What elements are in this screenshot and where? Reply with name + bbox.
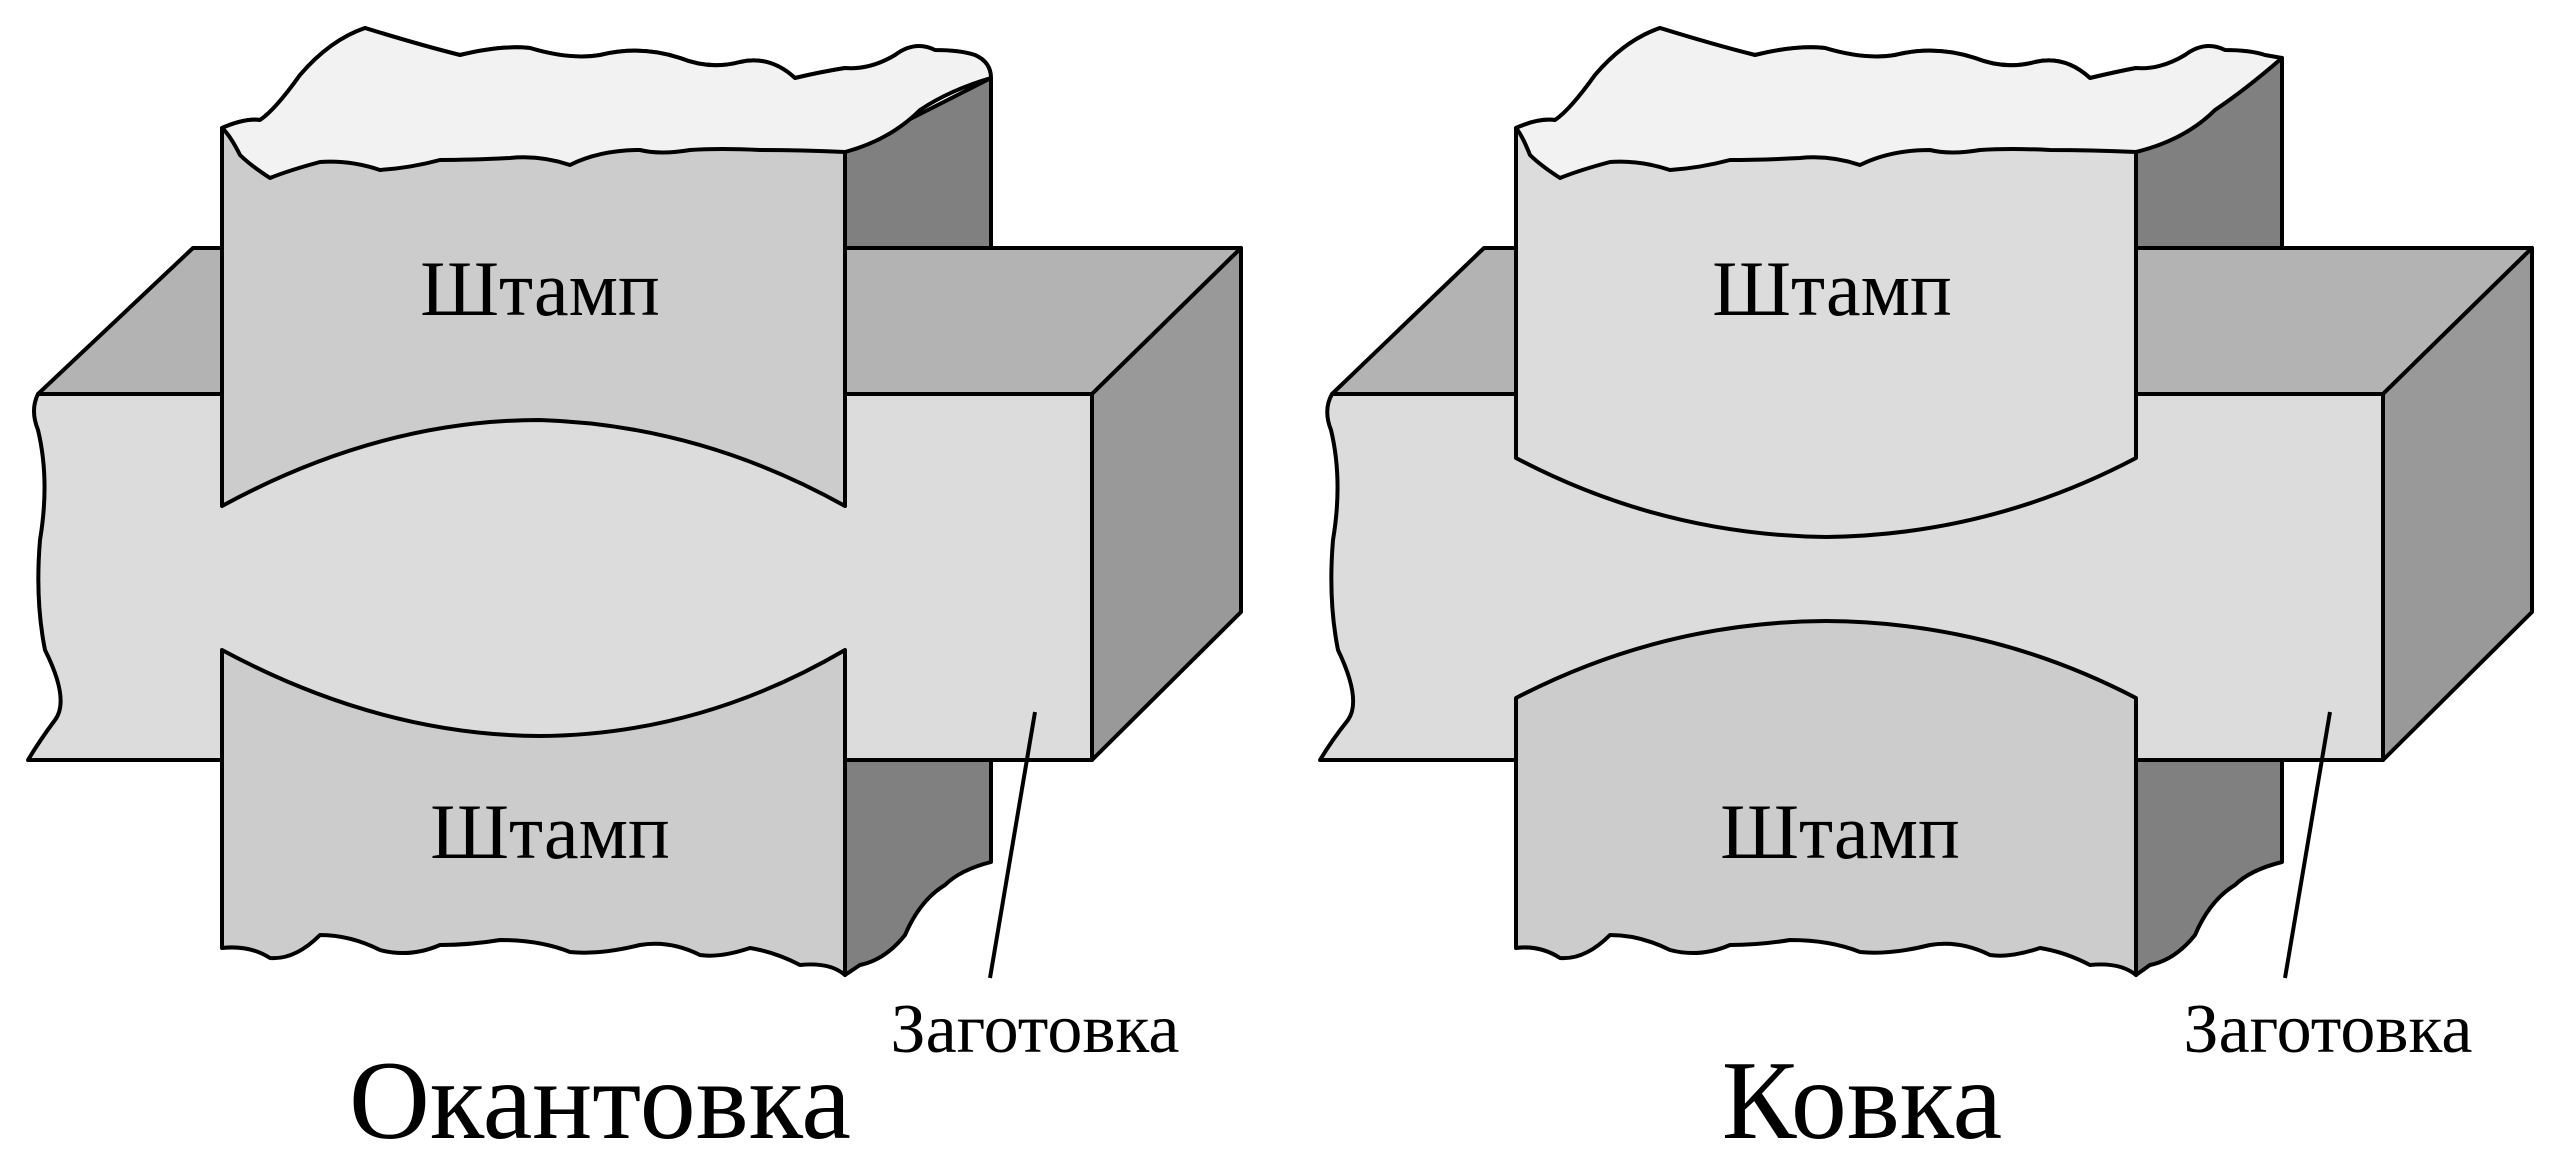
left-caption: Окантовка <box>349 1039 851 1163</box>
left-workpiece-front <box>26 392 1094 762</box>
left-bottom-die-front <box>220 648 847 977</box>
right-workpiece-label: Заготовка <box>2184 991 2473 1068</box>
right-bottom-die-front <box>1514 619 2138 977</box>
left-panel: Штамп Штамп Заготовка Окантовка <box>26 26 1243 1163</box>
right-workpiece-leader <box>2283 711 2332 979</box>
right-bottom-die-label: Штамп <box>1720 788 1959 875</box>
left-workpiece-leader <box>988 711 1037 979</box>
right-top-die-label: Штамп <box>1712 245 1951 332</box>
left-bottom-die-label: Штамп <box>430 788 669 875</box>
right-bottom-die-side <box>2134 758 2284 977</box>
right-top-die-break <box>1514 26 2284 180</box>
right-panel: Штамп Штамп Заготовка Ковка <box>1318 26 2534 1163</box>
left-top-die-label: Штамп <box>420 245 659 332</box>
left-top-die-break <box>220 26 993 180</box>
left-workpiece-label: Заготовка <box>891 991 1180 1068</box>
left-bottom-die-side <box>843 758 993 977</box>
right-caption: Ковка <box>1722 1039 2002 1163</box>
